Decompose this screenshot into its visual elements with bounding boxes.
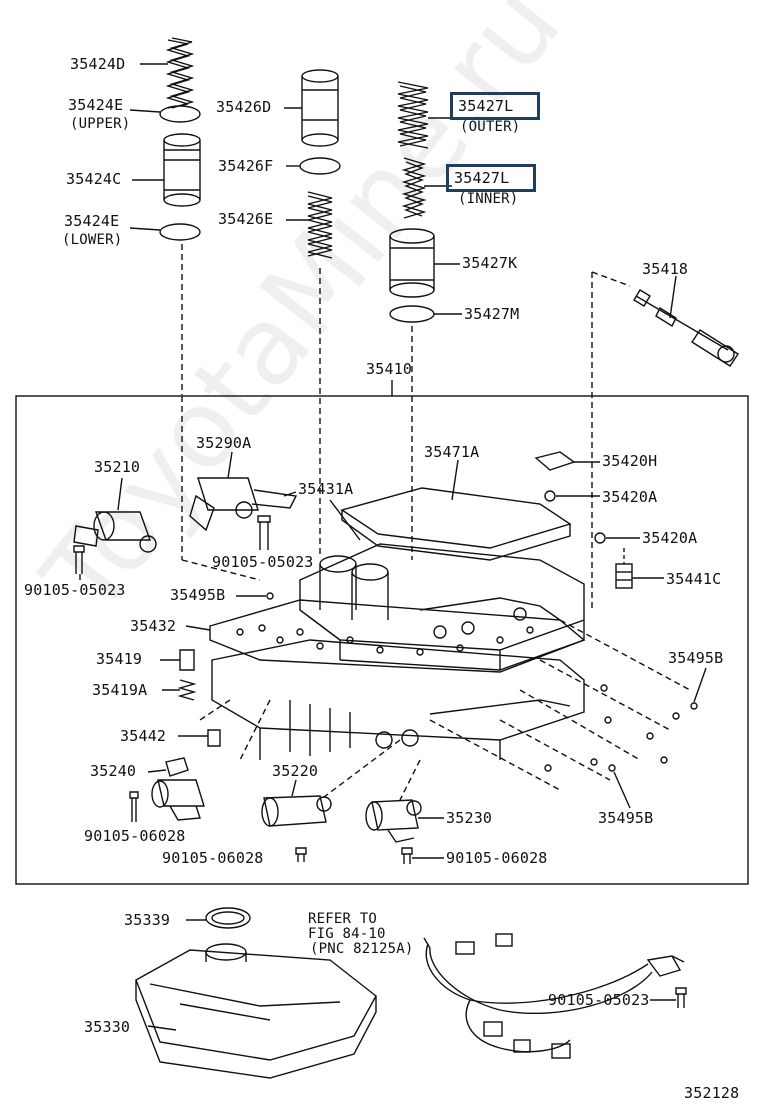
valve-body-upper-35431a-icon (299, 543, 585, 671)
bolt-90105-06028-b-icon (295, 847, 307, 862)
label-35220: 35220 (272, 762, 319, 780)
bolt-90105-05023-a-icon (73, 545, 85, 574)
screen-35442-icon (207, 729, 221, 747)
check-balls-35495b-icon (544, 684, 698, 772)
label-90105-06028-b: 90105-06028 (162, 849, 264, 867)
label-35495b-1: 35495B (170, 586, 226, 604)
refer-line-3: (PNC 82125A) (310, 941, 414, 957)
spring-35427l-outer-icon (397, 81, 429, 149)
plug-35419-icon (179, 649, 195, 671)
label-35230: 35230 (446, 809, 493, 827)
label-35339: 35339 (124, 911, 171, 929)
label-35240: 35240 (90, 762, 137, 780)
o-ring-35424e-lower-icon (159, 223, 201, 241)
sleeve-35427k-icon (389, 228, 435, 298)
diagram-number: 352128 (684, 1084, 740, 1102)
label-35471a: 35471A (424, 443, 480, 461)
o-ring-35427m-icon (389, 305, 435, 323)
label-35427l-inner-note: (INNER) (458, 191, 519, 207)
label-35431a: 35431A (298, 480, 354, 498)
spring-35424d-icon (165, 37, 195, 109)
solenoid-35290a-icon (189, 477, 298, 532)
label-90105-06028-a: 90105-06028 (84, 827, 186, 845)
solenoid-35230-icon (365, 799, 422, 843)
label-35495b-3: 35495B (598, 809, 654, 827)
label-35427l-outer[interactable]: 35427L (458, 97, 514, 115)
label-35420a-1: 35420A (602, 488, 658, 506)
label-90105-05023-a: 90105-05023 (24, 581, 126, 599)
valve-body-plate-35471a-icon (340, 487, 572, 561)
label-35427k: 35427K (462, 254, 518, 272)
label-35426d: 35426D (216, 98, 272, 116)
label-35290a: 35290A (196, 434, 252, 452)
label-35427m: 35427M (464, 305, 520, 323)
label-35210: 35210 (94, 458, 141, 476)
label-90105-05023-b: 90105-05023 (212, 553, 314, 571)
label-35424e-upper: 35424E (68, 96, 124, 114)
spring-35427l-inner-icon (401, 157, 427, 219)
spring-35419a-icon (177, 679, 197, 701)
label-35424d: 35424D (70, 55, 126, 73)
spring-35426e-icon (307, 191, 333, 259)
label-35426f: 35426F (218, 157, 274, 175)
label-35426e: 35426E (218, 210, 274, 228)
label-35418: 35418 (642, 260, 689, 278)
label-35432: 35432 (130, 617, 177, 635)
ball-35420a-2-icon (594, 532, 606, 544)
label-35330: 35330 (84, 1018, 131, 1036)
solenoid-35220-icon (261, 795, 332, 827)
refer-line-2: FIG 84-10 (308, 926, 386, 942)
label-35495b-2: 35495B (668, 649, 724, 667)
highlight-box-35427l-outer (450, 92, 540, 120)
rod-35418-icon (633, 289, 739, 367)
strainer-35330-icon (135, 943, 377, 1079)
label-35441c: 35441C (666, 570, 722, 588)
label-35424e-lower: 35424E (64, 212, 120, 230)
label-35419a: 35419A (92, 681, 148, 699)
gasket-35339-icon (205, 907, 251, 929)
refer-line-1: REFER TO (308, 911, 378, 927)
label-90105-06028-c: 90105-06028 (446, 849, 548, 867)
label-90105-05023-c: 90105-05023 (548, 991, 650, 1009)
filter-35441c-icon (615, 563, 633, 589)
bolt-90105-06028-a-icon (129, 791, 139, 822)
bolt-90105-05023-c-icon (675, 987, 687, 1008)
ball-35420a-1-icon (544, 490, 556, 502)
label-35427l-outer-note: (OUTER) (460, 119, 521, 135)
solenoid-35210-icon (73, 511, 157, 553)
label-35424e-upper-note: (UPPER) (70, 116, 131, 132)
label-35420a-2: 35420A (642, 529, 698, 547)
wire-harness-icon (425, 933, 685, 1059)
bolt-90105-06028-c-icon (401, 847, 413, 864)
label-35424c: 35424C (66, 170, 122, 188)
o-ring-35424e-upper-icon (159, 105, 201, 123)
highlight-box-35427l-inner (446, 164, 536, 192)
piston-35426d-icon (301, 69, 339, 147)
label-assembly-35410: 35410 (366, 360, 413, 378)
o-ring-35426f-icon (299, 157, 341, 175)
label-35419: 35419 (96, 650, 143, 668)
label-35420h: 35420H (602, 452, 658, 470)
label-35424e-lower-note: (LOWER) (62, 232, 123, 248)
bolt-90105-05023-b-icon (257, 515, 271, 550)
label-35442: 35442 (120, 727, 167, 745)
separator-plate-35432-icon (209, 599, 586, 673)
valve-body-assembly-frame (15, 395, 749, 885)
solenoid-35240-icon (151, 757, 205, 821)
label-35427l-inner[interactable]: 35427L (454, 169, 510, 187)
sleeve-35424c-icon (163, 133, 201, 207)
plate-35420h-icon (534, 451, 576, 471)
valve-body-lower-icon (211, 639, 585, 760)
